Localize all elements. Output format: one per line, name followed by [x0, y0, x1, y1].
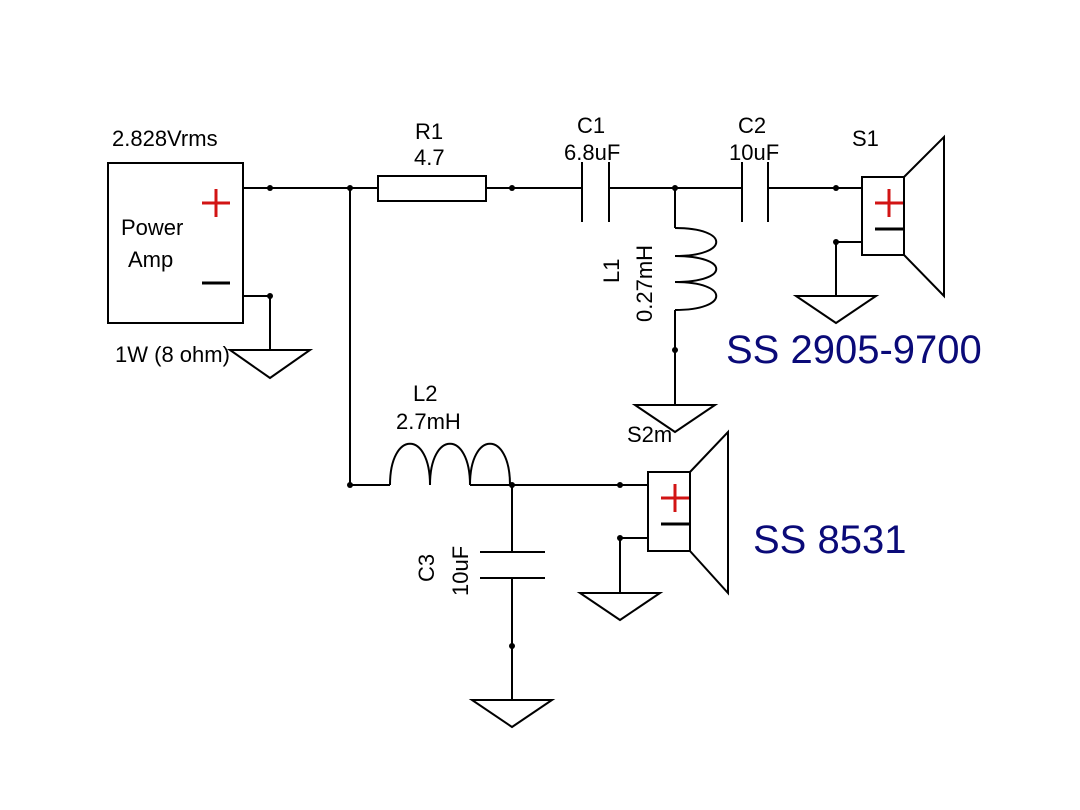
speaker-cone: [689, 429, 729, 596]
inductor-coil: [674, 227, 718, 311]
r1-value: 4.7: [414, 145, 445, 170]
c3-value: 10uF: [448, 546, 473, 596]
c3-ref: C3: [414, 554, 439, 582]
amp-power-label: 1W (8 ohm): [115, 342, 230, 367]
s2-ref: S2m: [627, 422, 672, 447]
speaker-cone: [903, 134, 945, 299]
resistor-body: [377, 175, 487, 202]
ground-symbol: [631, 404, 719, 434]
speaker-s1: S1 SS 2905-9700: [726, 126, 982, 372]
ground-symbol: [576, 592, 664, 622]
amp-name-line1: Power: [121, 215, 183, 240]
power-amp-box: [107, 162, 244, 324]
capacitor-c2: C2 10uF: [729, 113, 779, 222]
s2-model: SS 8531: [753, 518, 906, 562]
power-amp: 2.828Vrms Power Amp 1W (8 ohm): [107, 126, 244, 367]
l2-value: 2.7mH: [396, 409, 461, 434]
inductor-coil: [389, 442, 511, 486]
l1-value: 0.27mH: [632, 245, 657, 322]
resistor-r1: R1 4.7: [377, 119, 487, 202]
ground-symbol: [792, 295, 880, 325]
inductor-l1: L1 0.27mH: [599, 188, 719, 434]
amp-ground: [226, 293, 314, 380]
c2-value: 10uF: [729, 140, 779, 165]
capacitor-c3: C3 10uF: [414, 485, 556, 729]
s1-model: SS 2905-9700: [726, 328, 982, 372]
c2-ref: C2: [738, 113, 766, 138]
c1-ref: C1: [577, 113, 605, 138]
speaker-magnet: [861, 176, 905, 256]
ground-symbol: [226, 349, 314, 380]
capacitor-c1: C1 6.8uF: [564, 113, 620, 222]
r1-ref: R1: [415, 119, 443, 144]
speaker-magnet: [647, 471, 691, 552]
s1-ref: S1: [852, 126, 879, 151]
amp-name-line2: Amp: [128, 247, 173, 272]
inductor-l2: L2 2.7mH: [350, 381, 648, 488]
amp-voltage-label: 2.828Vrms: [112, 126, 218, 151]
c1-value: 6.8uF: [564, 140, 620, 165]
l1-ref: L1: [599, 259, 624, 283]
speaker-s2m: S2m SS 8531: [576, 422, 906, 622]
l2-ref: L2: [413, 381, 437, 406]
ground-symbol: [468, 699, 556, 729]
